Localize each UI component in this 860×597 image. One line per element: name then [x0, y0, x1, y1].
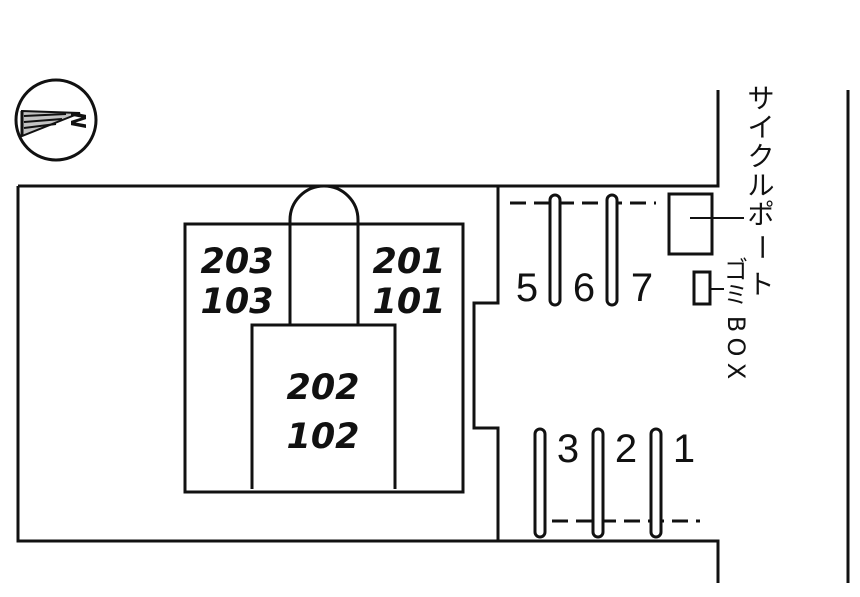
garbage-box-label: ゴ ミ B O X — [722, 256, 750, 379]
cycle-port — [667, 192, 744, 256]
parking-space-6: 6 — [573, 266, 595, 310]
cycle-port-label: サ イ ク ル ポ ー ト — [745, 84, 776, 301]
cycle-port-char: ポ — [748, 200, 775, 231]
unit-101: 101 — [372, 282, 445, 322]
garbage-box — [692, 270, 724, 306]
cycle-port-char: ー — [745, 234, 776, 261]
unit-103: 103 — [200, 282, 273, 322]
unit-group-center: 202 102 — [286, 368, 359, 457]
garbage-box-char: B — [722, 316, 750, 332]
unit-102: 102 — [286, 417, 359, 457]
garbage-box-char: ゴ — [724, 256, 748, 284]
north-arrow-icon: N — [14, 78, 98, 162]
cycle-port-char: ト — [748, 270, 775, 301]
cycle-port-char: サ — [748, 84, 775, 115]
parking-space-5: 5 — [516, 266, 538, 310]
garbage-box-char: ミ — [724, 281, 748, 309]
garbage-box-char: O — [722, 338, 750, 357]
garbage-box-char: X — [722, 363, 750, 379]
unit-202: 202 — [286, 368, 359, 408]
parking-space-3: 3 — [557, 427, 579, 471]
cycle-port-char: イ — [748, 113, 775, 144]
unit-203: 203 — [200, 242, 273, 282]
unit-group-left: 203 103 — [200, 242, 273, 322]
cycle-port-char: ル — [748, 171, 775, 202]
parking-lower: 3 2 1 — [533, 427, 700, 539]
apartment-building — [183, 184, 465, 494]
unit-group-right: 201 101 — [372, 242, 445, 322]
unit-201: 201 — [372, 242, 445, 282]
parking-space-1: 1 — [673, 427, 695, 471]
north-letter: N — [67, 111, 91, 128]
parking-upper: 5 6 7 — [510, 193, 656, 310]
parking-space-2: 2 — [615, 427, 637, 471]
lot-boundary — [16, 90, 850, 583]
cycle-port-char: ク — [748, 142, 775, 173]
parking-space-7: 7 — [631, 266, 653, 310]
